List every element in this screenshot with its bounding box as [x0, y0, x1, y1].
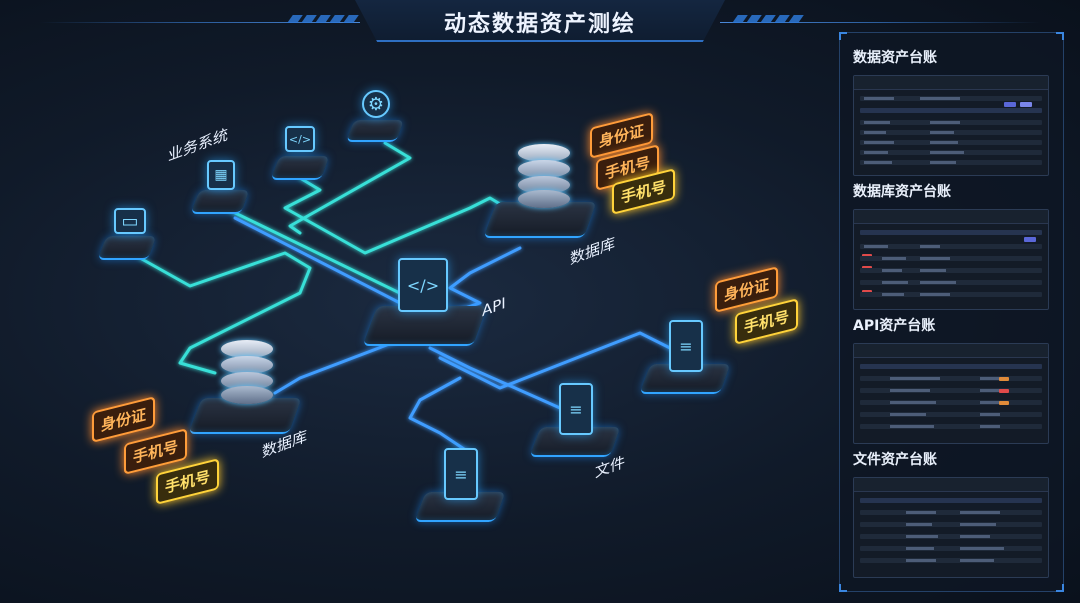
file-asset-ledger-thumbnail[interactable]	[853, 477, 1049, 578]
code-platform	[270, 156, 330, 180]
api-platform	[362, 306, 488, 346]
app-grid-platform	[190, 190, 250, 214]
dashboard-header: 动态数据资产测绘	[0, 0, 1080, 48]
qr-grid-icon: ▦	[207, 160, 235, 190]
file-icon-right: ≡	[669, 320, 703, 372]
database-icon-left	[221, 340, 273, 404]
data-asset-ledger-thumbnail[interactable]	[853, 75, 1049, 176]
header-stripes-left	[287, 15, 359, 23]
file-asset-ledger-title: 文件资产台账	[853, 452, 937, 468]
data-asset-ledger-panel[interactable]: 数据资产台账	[853, 47, 1049, 176]
database-asset-ledger-title: 数据库资产台账	[853, 184, 951, 200]
asset-ledger-sidebar: 数据资产台账 数据库资产台账 API	[839, 32, 1064, 592]
header-title-bar	[355, 0, 725, 42]
monitor-icon: ▭	[114, 208, 146, 234]
monitor-platform	[97, 236, 157, 260]
data-asset-ledger-title: 数据资产台账	[853, 50, 937, 66]
page-title: 动态数据资产测绘	[443, 12, 636, 37]
api-asset-ledger-panel[interactable]: API资产台账	[853, 315, 1049, 444]
database-icon-top	[518, 144, 570, 208]
asset-map-diagram: ▭ ▦ </> ⚙ 业务系统 数据库 身份证 手机号 手机号 </> API 数…	[0, 48, 830, 603]
database-asset-ledger-panel[interactable]: 数据库资产台账	[853, 181, 1049, 310]
api-code-icon: </>	[398, 258, 448, 312]
api-asset-ledger-thumbnail[interactable]	[853, 343, 1049, 444]
header-stripes-right	[732, 15, 804, 23]
api-asset-ledger-title: API资产台账	[853, 318, 936, 334]
file-asset-ledger-panel[interactable]: 文件资产台账	[853, 449, 1049, 578]
database-asset-ledger-thumbnail[interactable]	[853, 209, 1049, 310]
file-icon-middle: ≡	[559, 383, 593, 435]
header-line-right	[720, 22, 1040, 23]
code-window-icon: </>	[285, 126, 315, 152]
gear-icon: ⚙	[362, 90, 390, 118]
gear-platform	[345, 120, 405, 142]
file-icon-bottom: ≡	[444, 448, 478, 500]
header-line-left	[40, 22, 360, 23]
